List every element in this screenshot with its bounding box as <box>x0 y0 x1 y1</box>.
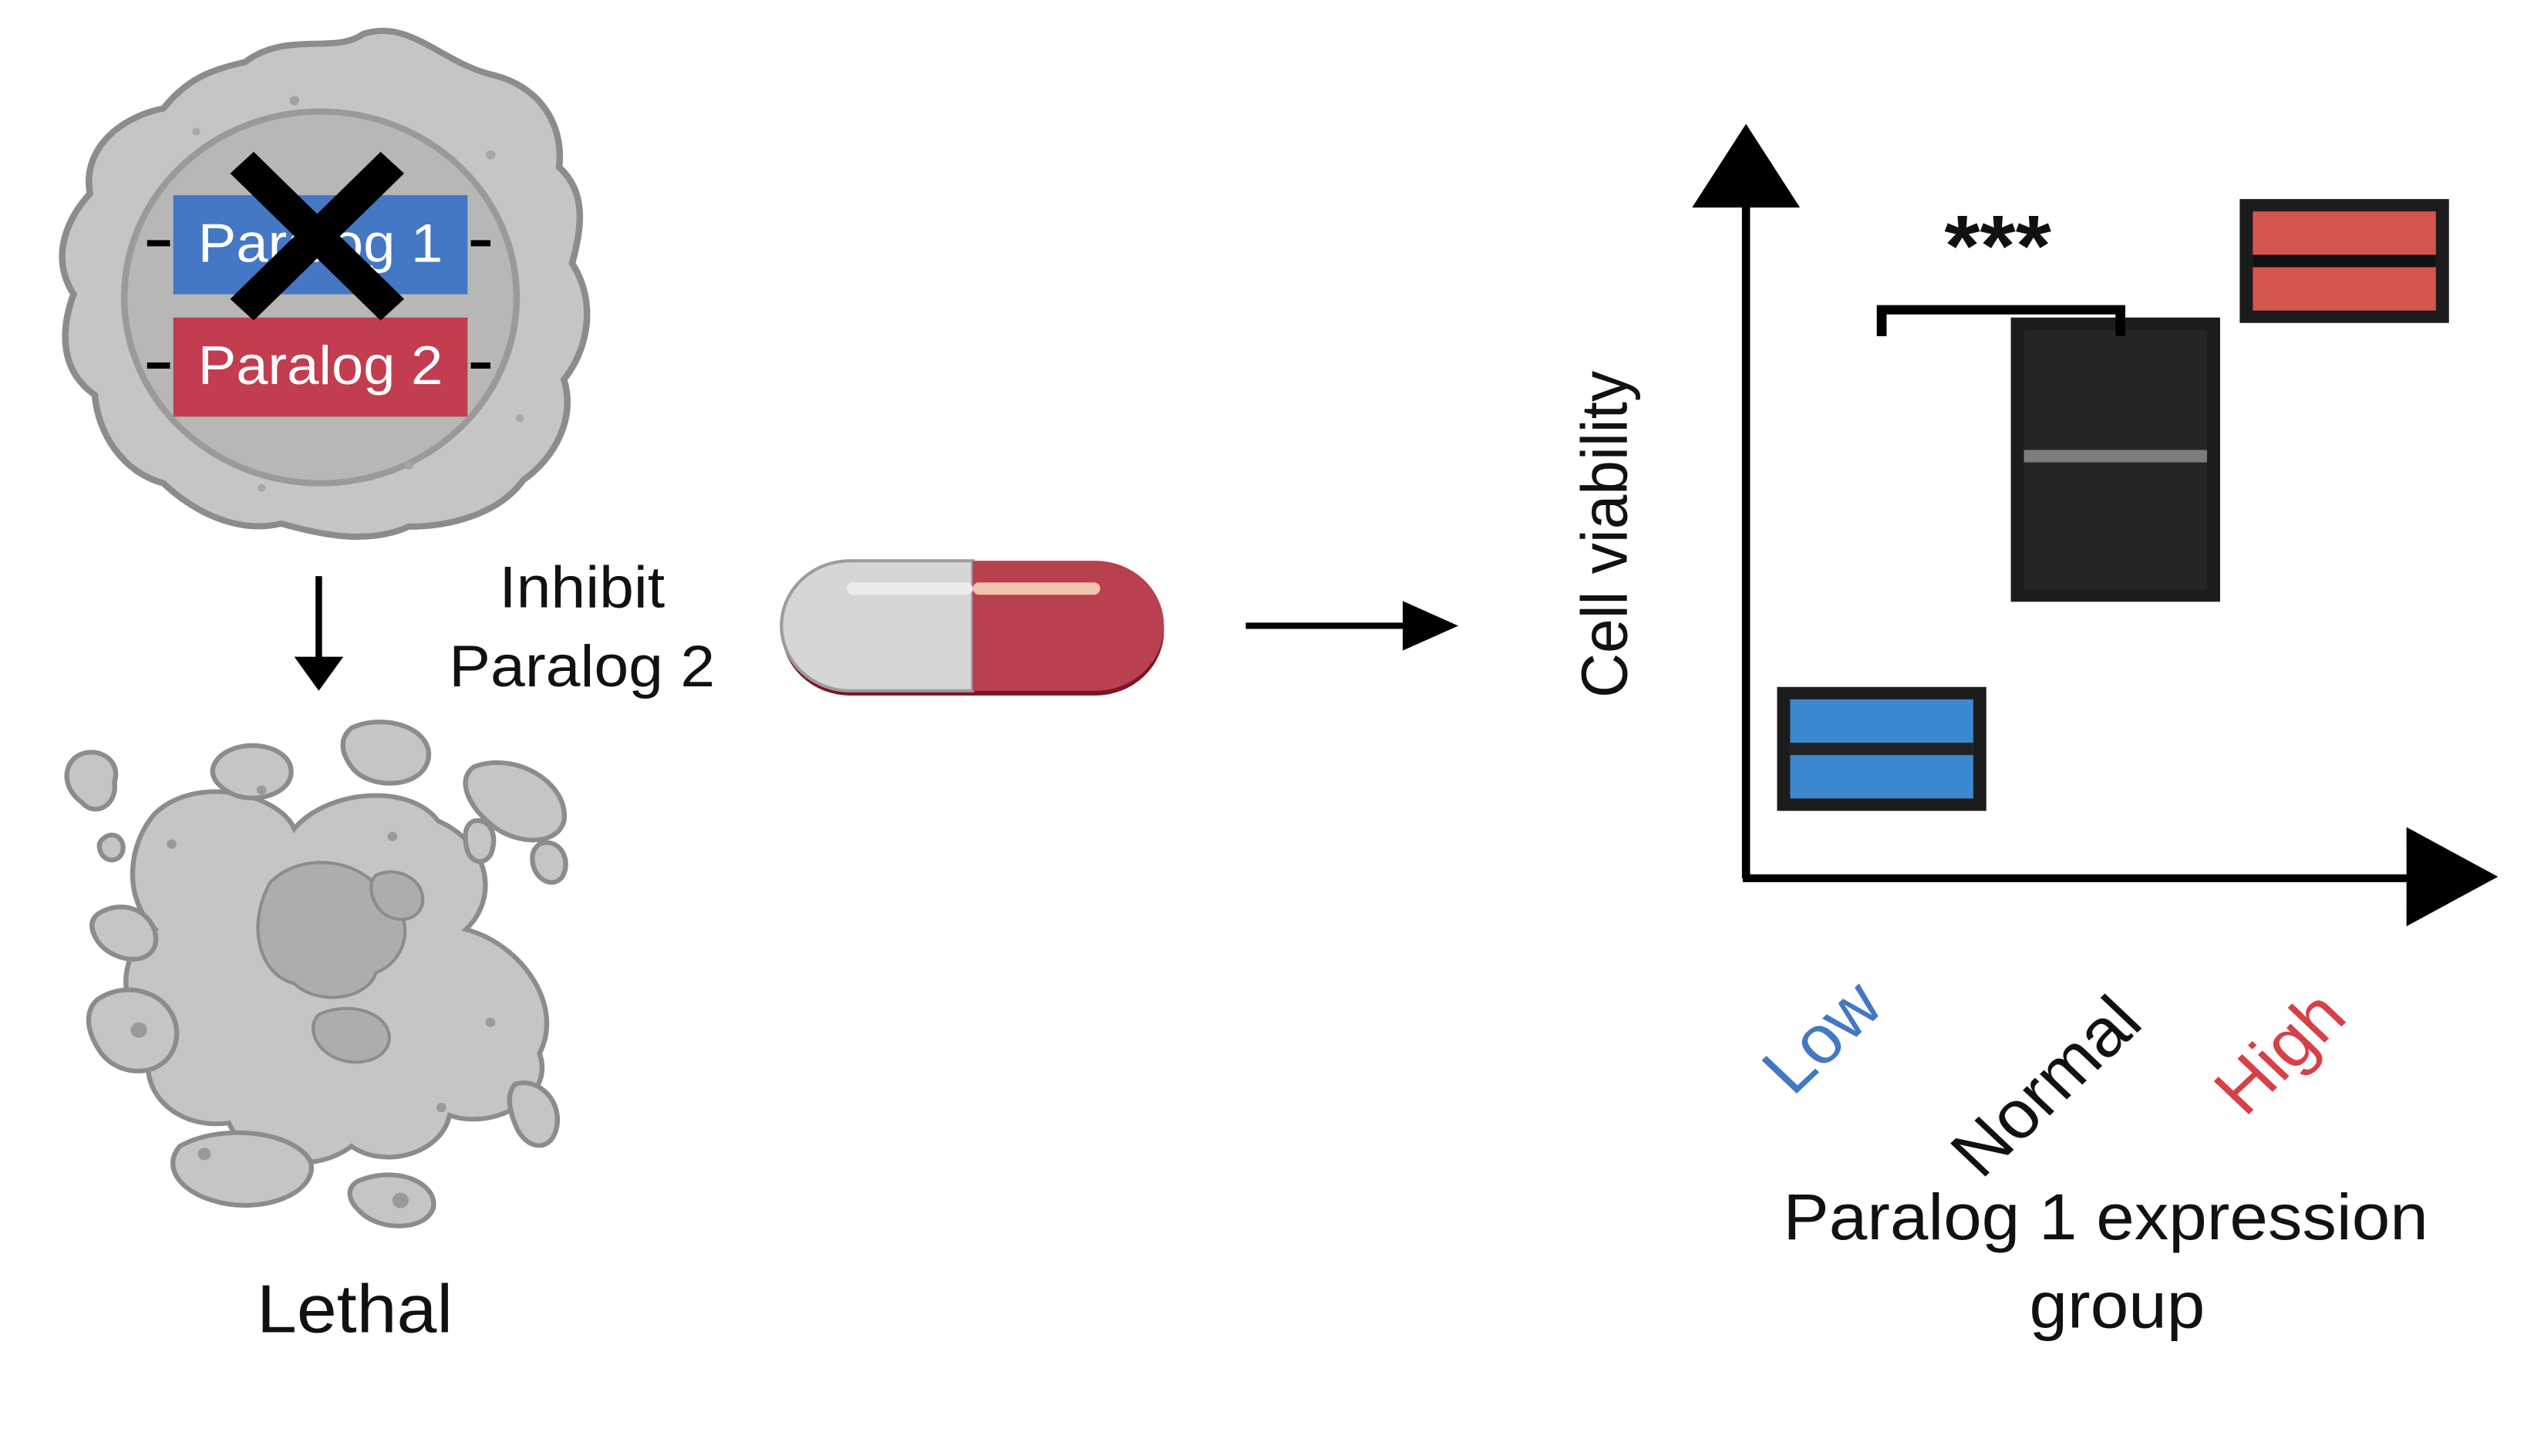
nucleus <box>120 108 521 487</box>
cell-fragment <box>347 1172 436 1228</box>
dying-cell-dots <box>130 785 496 1208</box>
pill-left-half <box>780 559 975 693</box>
category-labels: Low Normal High <box>1747 966 2360 1191</box>
x-axis-label-line1: Paralog 1 expression <box>1783 1181 2428 1253</box>
cell-dot <box>485 150 496 160</box>
box-group <box>1777 199 2449 811</box>
category-label-low: Low <box>1747 966 1898 1107</box>
cell-fragment <box>463 760 567 843</box>
nucleus-dot <box>289 96 299 106</box>
cell-fragment <box>96 832 126 863</box>
cell-fragment <box>463 818 497 865</box>
category-label-normal: Normal <box>1936 982 2156 1191</box>
cell-fragment <box>340 720 431 786</box>
cell-fragment <box>89 905 159 962</box>
x-axis-label-line2: group <box>2030 1269 2205 1341</box>
x-axis-arrow-icon <box>2406 827 2499 927</box>
pill-icon <box>780 559 1164 696</box>
cell-fragment <box>64 750 119 812</box>
outcome-label: Lethal <box>257 1272 453 1347</box>
treatment-line2: Paralog 2 <box>449 633 715 699</box>
viability-chart: Cell viability Low Normal High *** Paralog… <box>1567 123 2499 1342</box>
cell-fragment <box>170 1130 314 1208</box>
nucleus-fragment <box>369 870 425 922</box>
y-axis-arrow-icon <box>1692 123 1801 208</box>
cell-dot <box>257 484 266 492</box>
paralog2-box <box>173 317 468 417</box>
pill-right-half <box>972 561 1164 691</box>
significance-label: *** <box>1944 197 2051 294</box>
y-axis-label: Cell viability <box>1567 370 1640 698</box>
cell-fragment <box>507 1080 560 1148</box>
dying-cell-inner <box>256 861 425 1064</box>
down-arrow-icon <box>294 576 344 691</box>
nucleus-fragment <box>256 861 407 999</box>
cell-fragment <box>210 743 294 800</box>
pill-highlight-right <box>972 582 1100 595</box>
nucleus-fragment <box>312 1006 391 1064</box>
significance-bracket <box>1876 305 2125 336</box>
paralog2-label: Paralog 2 <box>198 336 443 396</box>
right-arrow-icon <box>1245 601 1459 651</box>
knockout-x-icon <box>230 151 405 321</box>
cell-fragment <box>530 840 568 885</box>
cell-dot <box>515 414 524 423</box>
nucleus-dot <box>403 460 414 470</box>
category-label-high: High <box>2199 976 2360 1129</box>
cell-dot <box>192 127 200 136</box>
paralog2-gene: Paralog 2 <box>147 317 490 417</box>
pill-highlight-left <box>847 582 973 595</box>
treatment-line1: Inhibit <box>499 554 665 620</box>
